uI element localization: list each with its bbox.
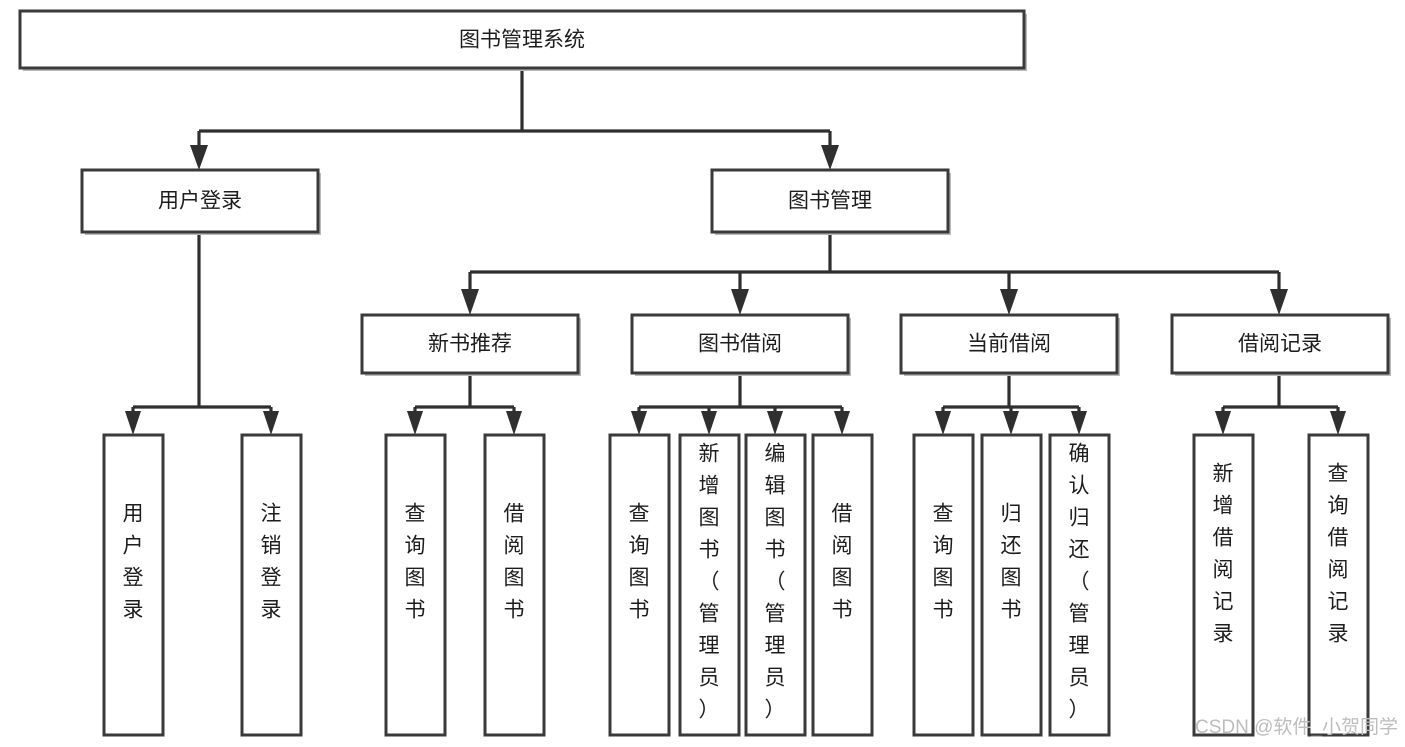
leaf-confirm-return-label: 确认归还（管理员） <box>1069 443 1090 722</box>
node-current-borrow-label: 当前借阅 <box>967 333 1051 356</box>
leaf-user-logout[interactable]: 注销登录 <box>240 433 303 737</box>
node-book-borrow-label: 图书借阅 <box>698 333 782 356</box>
node-borrow-record-label: 借阅记录 <box>1238 333 1322 356</box>
node-root[interactable]: 图书管理系统 <box>18 9 1027 71</box>
leaf-add-record-label: 新增借阅记录 <box>1213 463 1234 646</box>
arrow-leaf-query-book-2 <box>631 411 647 435</box>
leaf-return-book[interactable]: 归还图书 <box>980 433 1043 737</box>
arrow-leaf-borrow-book-1 <box>506 411 522 435</box>
leaf-borrow-book-1-rect <box>483 433 546 737</box>
leaf-user-login-label: 用户登录 <box>123 503 144 622</box>
leaf-edit-book-rect <box>744 433 807 737</box>
arrow-leaf-edit-book <box>767 411 783 435</box>
leaf-query-record-label: 查询借阅记录 <box>1328 463 1349 646</box>
leaf-confirm-return[interactable]: 确认归还（管理员） <box>1048 433 1111 737</box>
node-current-borrow-rect <box>899 313 1119 375</box>
leaf-user-login[interactable]: 用户登录 <box>102 433 165 737</box>
node-new-book-recommend[interactable]: 新书推荐 <box>360 313 581 376</box>
arrow-leaf-borrow-book-2 <box>834 411 850 435</box>
node-borrow-record-rect <box>1170 313 1390 375</box>
leaf-confirm-return-rect <box>1048 433 1111 737</box>
leaf-edit-book-label: 编辑图书（管理员） <box>765 443 786 722</box>
node-new-book-recommend-label: 新书推荐 <box>428 333 512 356</box>
leaf-borrow-book-2-rect <box>811 433 874 737</box>
leaf-borrow-book-2-label: 借阅图书 <box>832 503 853 622</box>
leaf-query-book-1[interactable]: 查询图书 <box>384 433 447 737</box>
arrow-new-book-recommend <box>461 289 479 315</box>
arrow-leaf-user-logout <box>263 411 279 435</box>
leaf-query-record-rect <box>1307 433 1370 737</box>
arrow-leaf-query-record <box>1330 411 1346 435</box>
arrow-leaf-add-record <box>1215 411 1231 435</box>
node-root-label: 图书管理系统 <box>459 29 585 52</box>
leaf-add-book-rect <box>678 433 741 737</box>
node-book-manage-rect <box>710 168 950 234</box>
arrow-leaf-confirm-return <box>1071 411 1087 435</box>
node-new-book-recommend-rect <box>360 313 580 375</box>
arrow-current-borrow <box>1000 289 1018 315</box>
node-book-manage[interactable]: 图书管理 <box>710 168 951 235</box>
leaf-user-logout-rect <box>240 433 303 737</box>
node-borrow-record[interactable]: 借阅记录 <box>1170 313 1391 376</box>
leaf-return-book-rect <box>980 433 1043 737</box>
leaf-user-logout-label: 注销登录 <box>261 503 282 622</box>
leaf-query-record[interactable]: 查询借阅记录 <box>1307 433 1370 737</box>
leaf-query-book-2-rect <box>608 433 671 737</box>
arrow-leaf-user-login <box>125 411 141 435</box>
arrow-leaf-add-book <box>701 411 717 435</box>
leaf-query-book-1-rect <box>384 433 447 737</box>
leaf-borrow-book-1-label: 借阅图书 <box>504 503 525 622</box>
leaf-query-book-2[interactable]: 查询图书 <box>608 433 671 737</box>
arrow-leaf-query-book-3 <box>935 411 951 435</box>
node-current-borrow[interactable]: 当前借阅 <box>899 313 1120 376</box>
node-book-borrow-rect <box>630 313 850 375</box>
leaf-add-book-label: 新增图书（管理员） <box>699 443 720 722</box>
leaf-edit-book[interactable]: 编辑图书（管理员） <box>744 433 807 737</box>
leaf-query-book-2-label: 查询图书 <box>629 503 650 622</box>
arrow-borrow-record <box>1270 289 1288 315</box>
leaf-add-book[interactable]: 新增图书（管理员） <box>678 433 741 737</box>
node-book-manage-label: 图书管理 <box>788 190 872 213</box>
leaf-query-book-3-label: 查询图书 <box>933 503 954 622</box>
node-user-login[interactable]: 用户登录 <box>80 168 321 235</box>
csdn-watermark: CSDN @软件_小贺同学 <box>1195 716 1398 738</box>
leaf-borrow-book-1[interactable]: 借阅图书 <box>483 433 546 737</box>
node-user-login-rect <box>80 168 320 234</box>
arrow-book-manage <box>821 145 839 170</box>
leaf-borrow-book-2[interactable]: 借阅图书 <box>811 433 874 737</box>
leaf-user-login-rect <box>102 433 165 737</box>
leaf-query-book-1-label: 查询图书 <box>405 503 426 622</box>
connector-layer <box>125 68 1346 435</box>
leaf-query-book-3-rect <box>912 433 975 737</box>
arrow-user-login <box>190 145 208 170</box>
arrow-leaf-return-book <box>1003 411 1019 435</box>
leaf-return-book-label: 归还图书 <box>1001 503 1022 622</box>
leaf-add-record[interactable]: 新增借阅记录 <box>1192 433 1255 737</box>
node-book-borrow[interactable]: 图书借阅 <box>630 313 851 376</box>
leaf-add-record-rect <box>1192 433 1255 737</box>
arrow-leaf-query-book-1 <box>407 411 423 435</box>
node-user-login-label: 用户登录 <box>158 190 242 213</box>
node-root-rect <box>18 9 1026 70</box>
arrow-book-borrow <box>731 289 749 315</box>
leaf-query-book-3[interactable]: 查询图书 <box>912 433 975 737</box>
